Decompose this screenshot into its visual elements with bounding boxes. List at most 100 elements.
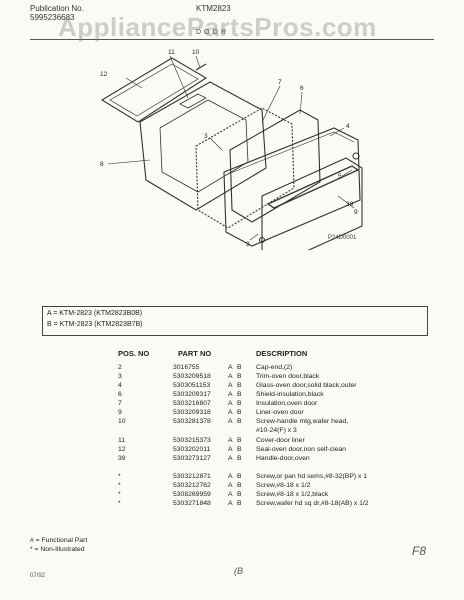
callout-3: 3 [204, 133, 208, 140]
cell-b: B [237, 455, 242, 462]
door-exploded-diagram: 12 11 10 7 6 4 5 3 8 9 2 39 [100, 49, 363, 250]
column-header-part: PART NO [178, 349, 212, 358]
cell-a: A [228, 400, 233, 407]
cell-a: A [228, 455, 233, 462]
door-seal-inner [109, 63, 199, 117]
cell-desc: Cover-door liner [256, 437, 305, 444]
glass-panel-edge [227, 131, 355, 175]
insulation-part [195, 107, 295, 229]
cell-pos: 10 [118, 418, 126, 425]
cell-b: B [237, 491, 242, 498]
callout-2: 2 [246, 241, 250, 248]
cell-pos: * [118, 500, 121, 507]
cell-part: 5303212762 [173, 482, 211, 489]
end-cap-part [352, 152, 360, 160]
cell-part: 5303051153 [173, 382, 211, 389]
cell-part: 3016755 [173, 364, 200, 371]
door-trim-part [261, 157, 363, 250]
callout-7: 7 [278, 79, 282, 86]
cell-desc: Cap-end,(2) [256, 364, 293, 371]
cell-b: B [237, 409, 242, 416]
cell-b: B [237, 418, 242, 425]
model-key-b: B = KTM-2823 (KTM2823B7B) [47, 321, 143, 328]
cell-b: B [237, 373, 242, 380]
screw-part [195, 63, 207, 71]
cell-desc: Screw-handle mtg,wafer head, [256, 418, 349, 425]
cell-a: A [228, 491, 233, 498]
footer-date: 07/92 [30, 573, 46, 579]
callout-12: 12 [100, 71, 108, 78]
cell-pos: 3 [118, 373, 122, 380]
door-handle-part [266, 165, 360, 209]
cell-pos: 6 [118, 391, 122, 398]
shield-part [229, 109, 321, 223]
cell-part: 5303212871 [173, 473, 211, 480]
model-number: KTM2823 [196, 4, 231, 13]
cell-part: 5303281378 [173, 418, 211, 425]
column-header-desc: DESCRIPTION [256, 349, 308, 358]
legend-notes: # = Functional Part * = Non-Illustrated [30, 536, 87, 554]
cell-part: 5303202011 [173, 446, 211, 453]
cell-a: A [228, 473, 233, 480]
cell-a: A [228, 364, 233, 371]
callout-5: 5 [338, 173, 342, 180]
callout-8: 8 [100, 161, 104, 168]
liner-cover-part [179, 93, 207, 109]
section-title: DOOR [196, 29, 229, 36]
page-mark: F8 [412, 544, 427, 558]
header-rule [30, 39, 434, 40]
cell-desc: Insulation,oven door [256, 400, 318, 407]
cell-b: B [237, 382, 242, 389]
cell-desc: Screw,wafer hd sq dr,#8-18(AB) x 1/2 [256, 500, 369, 507]
note-non-illustrated: * = Non-Illustrated [30, 546, 85, 553]
cell-pos: 12 [118, 446, 126, 453]
watermark: AppliancePartsPros.com [58, 12, 377, 42]
table-row: #10-24(F) x 3 [0, 426, 464, 435]
model-key-box: A = KTM-2823 (KTM2823B0B) B = KTM-2823 (… [42, 306, 428, 336]
cell-pos: * [118, 482, 121, 489]
end-cap-part-2 [258, 236, 266, 244]
cell-part: 5303273127 [173, 455, 211, 462]
cell-b: B [237, 391, 242, 398]
callout-39: 39 [346, 201, 354, 208]
cell-part: 5303216807 [173, 400, 211, 407]
cell-pos: 39 [118, 455, 126, 462]
cell-desc: Seal-oven door,non self-clean [256, 446, 346, 453]
cell-a: A [228, 418, 233, 425]
cell-desc: Glass-oven door,solid black,outer [256, 382, 357, 389]
glass-panel-part [223, 127, 361, 247]
cell-a: A [228, 382, 233, 389]
cell-b: B [237, 473, 242, 480]
cell-pos: 11 [118, 437, 126, 444]
cell-a: A [228, 500, 233, 507]
door-liner-window [159, 99, 249, 193]
cell-a: A [228, 437, 233, 444]
callout-10: 10 [192, 49, 200, 56]
cell-a: A [228, 373, 233, 380]
cell-a: A [228, 482, 233, 489]
cell-b: B [237, 482, 242, 489]
cell-pos: * [118, 491, 121, 498]
column-header-pos: POS. NO [118, 349, 150, 358]
publication-number: 5995236683 [30, 13, 75, 22]
door-seal-part [100, 57, 208, 123]
cell-desc: Liner-oven door [256, 409, 304, 416]
cell-pos: 2 [118, 364, 122, 371]
callout-9: 9 [354, 209, 358, 216]
cell-pos: 4 [118, 382, 122, 389]
cell-desc: #10-24(F) x 3 [256, 427, 297, 434]
publication-label: Publication No. [30, 4, 84, 13]
cell-b: B [237, 446, 242, 453]
cell-pos: * [118, 473, 121, 480]
callout-4: 4 [346, 123, 350, 130]
cell-a: A [228, 391, 233, 398]
cell-part: 5303271848 [173, 500, 211, 507]
